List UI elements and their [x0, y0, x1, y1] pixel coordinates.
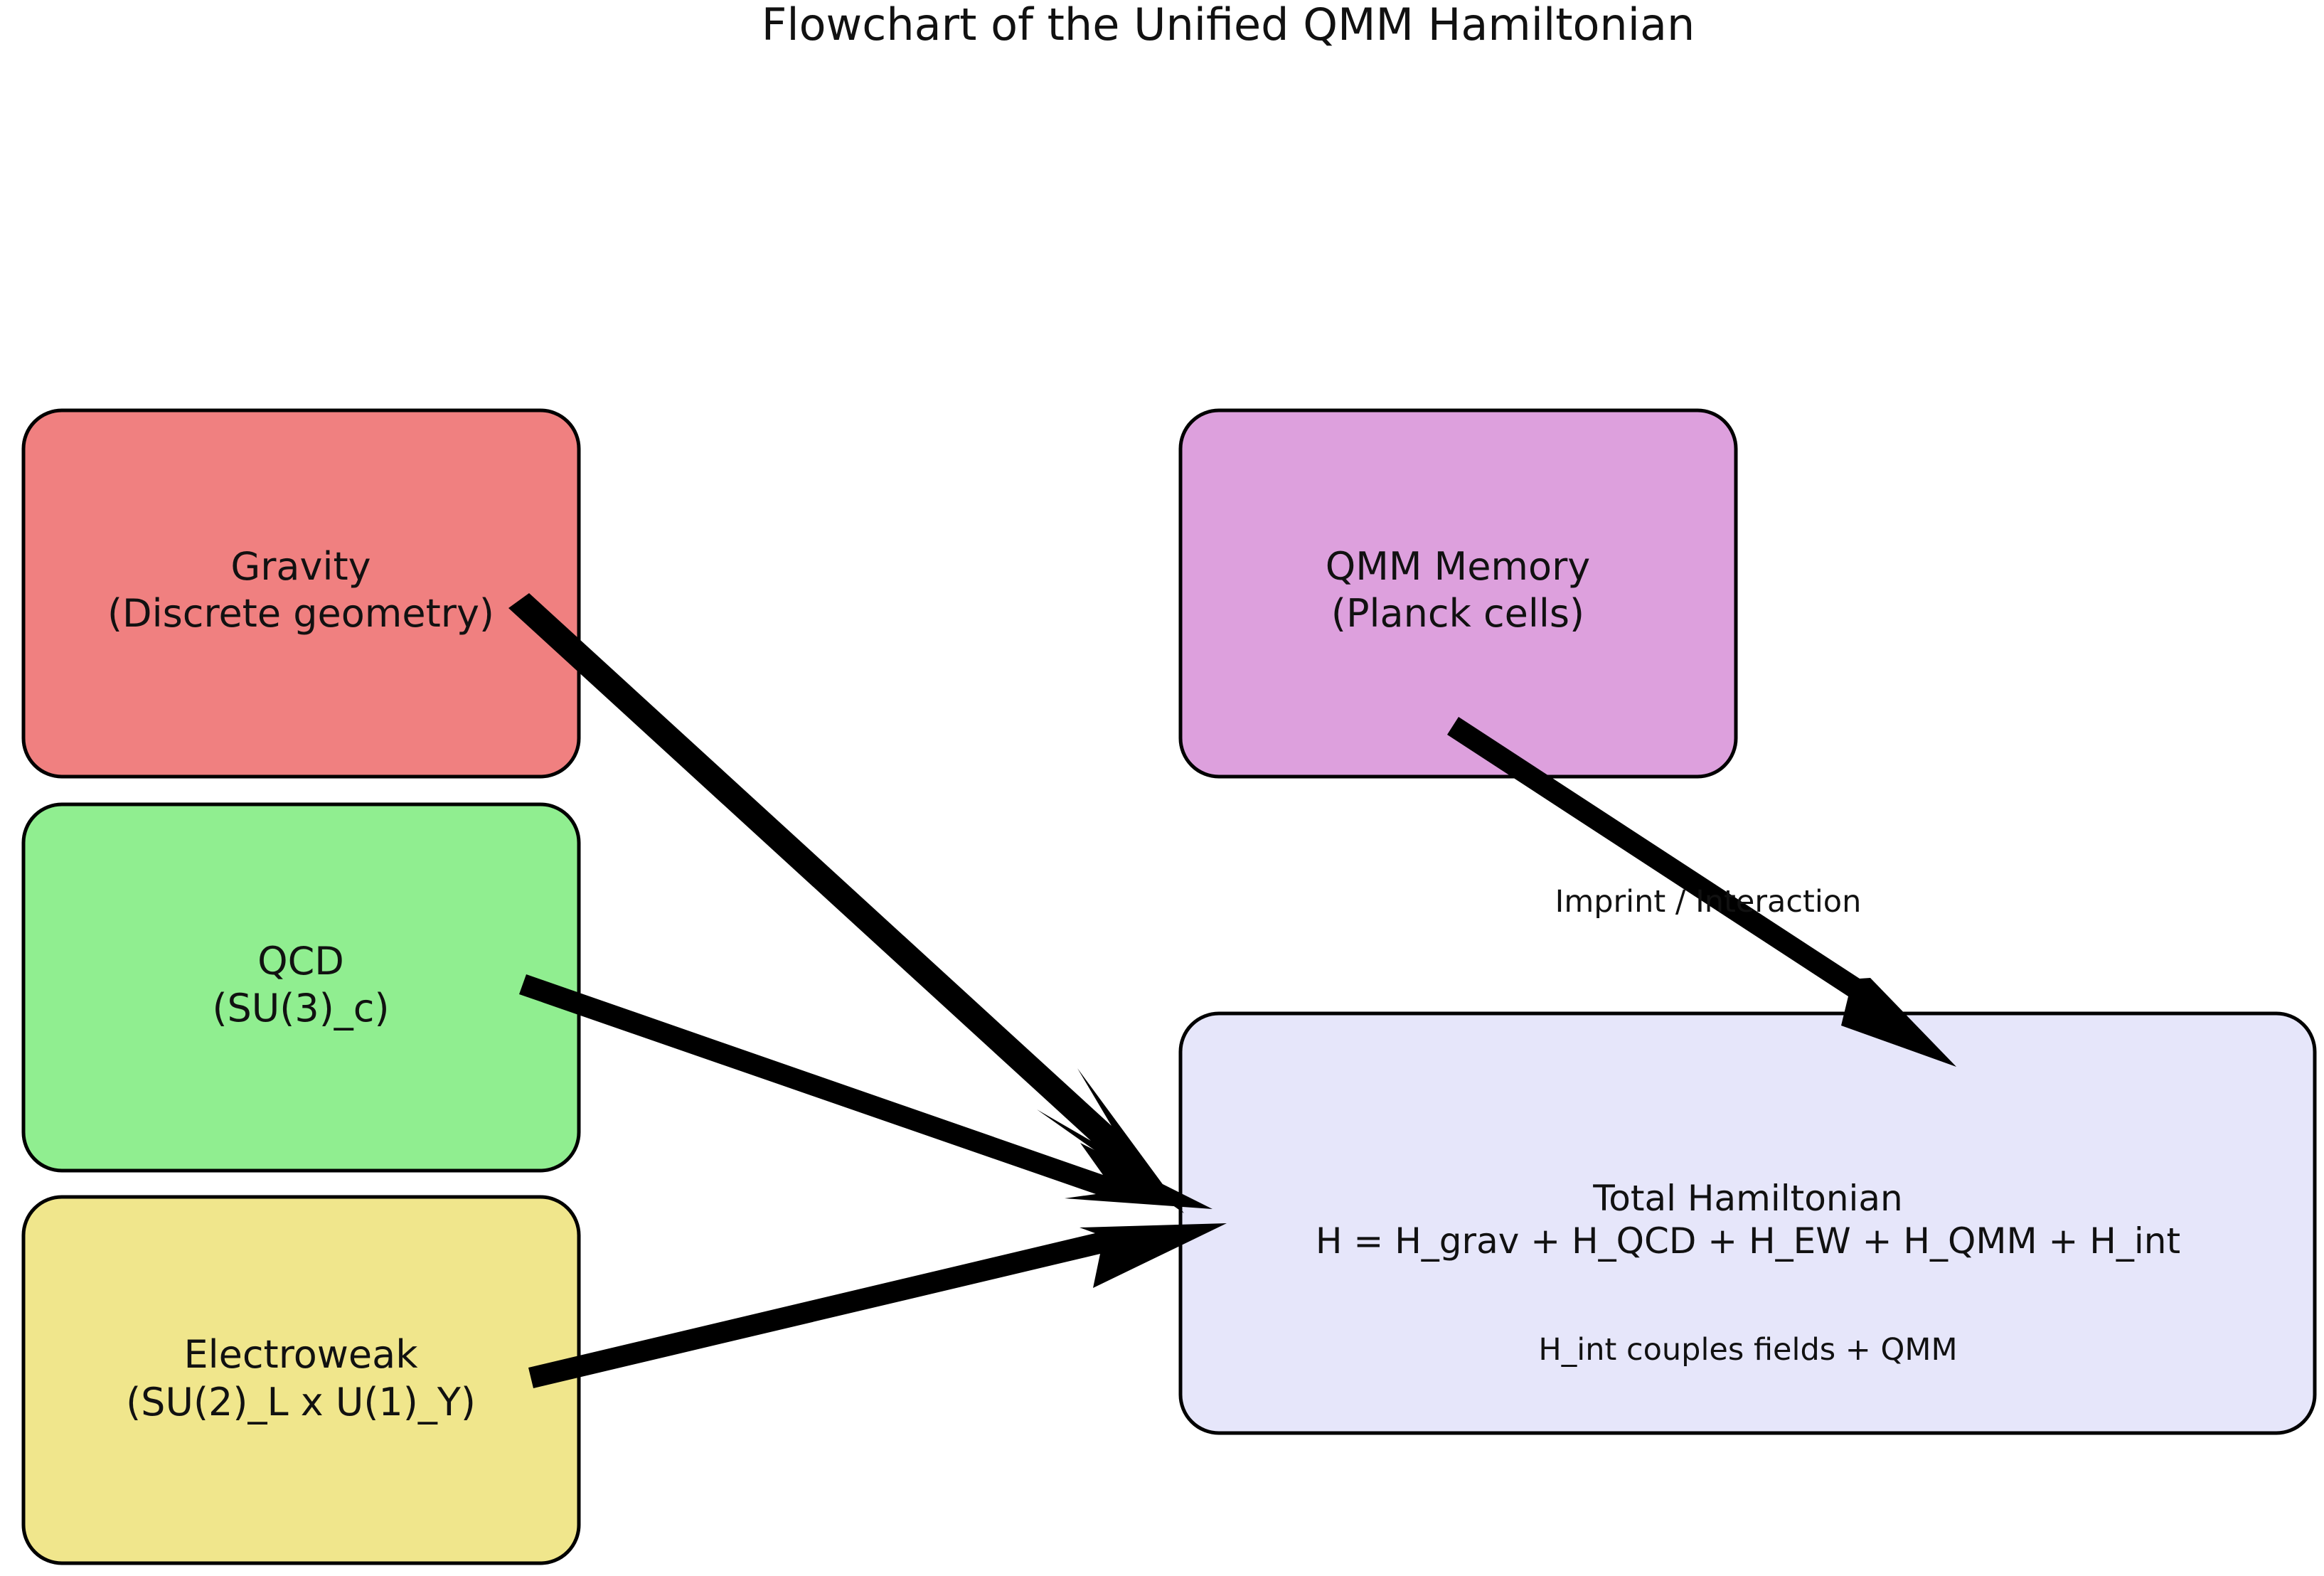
node-electroweak-title: Electroweak — [183, 1332, 418, 1377]
arrow-electroweak-to-total — [528, 1223, 1227, 1388]
node-qcd: QCD (SU(3)_c) — [21, 802, 581, 1173]
node-qcd-box — [21, 802, 581, 1173]
node-total-hamiltonian-title: Total Hamiltonian — [1592, 1178, 1903, 1219]
arrow-qcd-to-total — [519, 974, 1212, 1209]
edge-label-imprint-interaction: Imprint / Interaction — [1555, 884, 1862, 920]
node-qmm-memory: QMM Memory (Planck cells) — [1178, 408, 1738, 779]
node-total-hamiltonian: Total Hamiltonian H = H_grav + H_QCD + H… — [1178, 1011, 2317, 1435]
node-electroweak-subtitle: (SU(2)_L x U(1)_Y) — [126, 1380, 476, 1425]
diagram-title: Flowchart of the Unified QMM Hamiltonian — [762, 0, 1695, 50]
node-qcd-title: QCD — [257, 939, 344, 984]
node-gravity-title: Gravity — [230, 544, 371, 589]
node-gravity: Gravity (Discrete geometry) — [21, 408, 581, 779]
edges — [508, 593, 1956, 1388]
node-total-hamiltonian-equation: H = H_grav + H_QCD + H_EW + H_QMM + H_in… — [1316, 1220, 2180, 1262]
arrow-qmm-to-total — [1447, 717, 1956, 1067]
node-qmm-memory-title: QMM Memory — [1326, 544, 1590, 589]
node-qmm-memory-subtitle: (Planck cells) — [1331, 591, 1584, 636]
node-gravity-subtitle: (Discrete geometry) — [107, 591, 494, 636]
node-total-hamiltonian-note: H_int couples fields + QMM — [1538, 1332, 1957, 1368]
arrow-gravity-to-total — [508, 593, 1184, 1213]
node-qmm-memory-box — [1178, 408, 1738, 779]
node-electroweak: Electroweak (SU(2)_L x U(1)_Y) — [21, 1195, 581, 1565]
node-gravity-box — [21, 408, 581, 779]
node-total-hamiltonian-box — [1178, 1011, 2317, 1435]
node-electroweak-box — [21, 1195, 581, 1565]
node-qcd-subtitle: (SU(3)_c) — [212, 986, 389, 1031]
